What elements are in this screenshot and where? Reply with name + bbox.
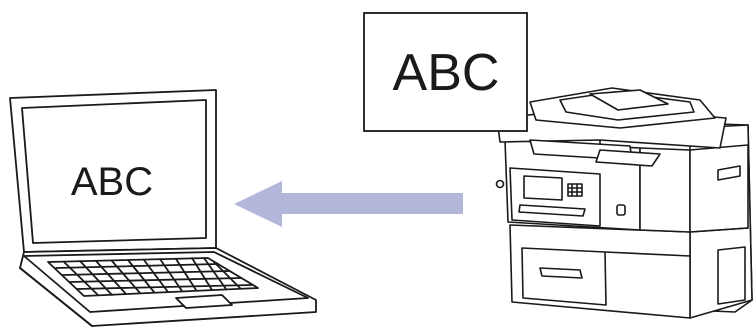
printer-icon <box>497 88 753 318</box>
laptop-screen-text: ABC <box>71 160 153 204</box>
document-text: ABC <box>393 44 500 102</box>
arrow-left-icon <box>234 181 463 227</box>
document-icon: ABC <box>364 13 527 131</box>
